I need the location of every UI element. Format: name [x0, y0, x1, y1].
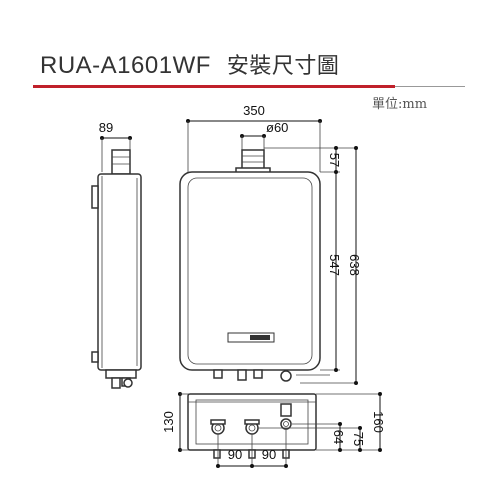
side-mount-bracket-lower: [91, 351, 99, 363]
side-view: 89: [91, 120, 142, 389]
bottom-foot-1: [213, 449, 221, 459]
front-panel: [187, 177, 313, 365]
front-body: [179, 171, 321, 371]
total-height-dot-bottom: [354, 381, 358, 385]
front-width-label: 350: [243, 103, 265, 118]
body-height-dot-bottom: [334, 368, 338, 372]
pipe-middle-nut: [244, 419, 260, 425]
total-height-label: 638: [347, 254, 362, 276]
title-underline: [33, 85, 395, 88]
bottom-total-dot-bottom: [378, 448, 382, 452]
side-body: [97, 173, 142, 371]
front-fitting-valve: [280, 370, 292, 382]
front-fitting-3: [253, 369, 263, 379]
pipe-middle: [244, 419, 260, 435]
title-underline-extension: [395, 86, 465, 87]
diagram-title: RUA-A1601WF 安裝尺寸圖: [40, 48, 339, 80]
front-view: 350 ø60 57: [179, 103, 362, 385]
pipe-left: [210, 419, 226, 435]
pipe-middle-inner: [248, 424, 256, 432]
front-fitting-1: [213, 369, 223, 379]
side-fitting-1: [111, 377, 121, 389]
model-name: RUA-A1601WF: [40, 52, 211, 79]
pipe-left-inner: [214, 424, 222, 432]
pipe-right-inner: [283, 421, 289, 427]
side-depth-label: 89: [99, 120, 113, 135]
pipe-right-outer: [280, 418, 292, 430]
pipe-spacing-right-label: 90: [262, 447, 276, 462]
flue-height-dot-top: [334, 146, 338, 150]
bottom-view: 130 90 90: [161, 392, 386, 468]
bottom-total-dot-top: [378, 392, 382, 396]
pipe-spacing-left-label: 90: [228, 447, 242, 462]
body-height-label: 547: [327, 254, 342, 276]
front-fitting-2: [237, 369, 247, 381]
pipe-right-valve-body: [280, 403, 292, 417]
side-flue: [111, 149, 131, 175]
offset-64-dot-top: [338, 422, 342, 426]
bottom-total-label: 160: [371, 411, 386, 433]
side-fitting-valve: [123, 378, 133, 388]
pipe-spacing-dot-2: [250, 464, 254, 468]
unit-label: 單位:mm: [372, 97, 428, 112]
pipe-spacing-dot-3: [284, 464, 288, 468]
offset-64-label: 64: [331, 430, 346, 444]
side-mount-bracket: [91, 185, 99, 209]
offset-75-dot-bottom: [358, 448, 362, 452]
pipe-right: [280, 403, 292, 430]
offset-75-label: 75: [351, 432, 366, 446]
offset-75-dot-top: [358, 426, 362, 430]
flue-diameter-label: ø60: [266, 120, 288, 135]
flue-height-label: 57: [327, 153, 342, 167]
offset-64-dot-bottom: [338, 448, 342, 452]
bottom-depth-label: 130: [161, 411, 176, 433]
side-bottom-plate: [105, 369, 137, 379]
pipe-spacing-dot-1: [216, 464, 220, 468]
pipe-left-nut: [210, 419, 226, 425]
title-text: 安裝尺寸圖: [226, 54, 340, 79]
front-display-screen: [250, 335, 270, 340]
total-height-dot-top: [354, 146, 358, 150]
